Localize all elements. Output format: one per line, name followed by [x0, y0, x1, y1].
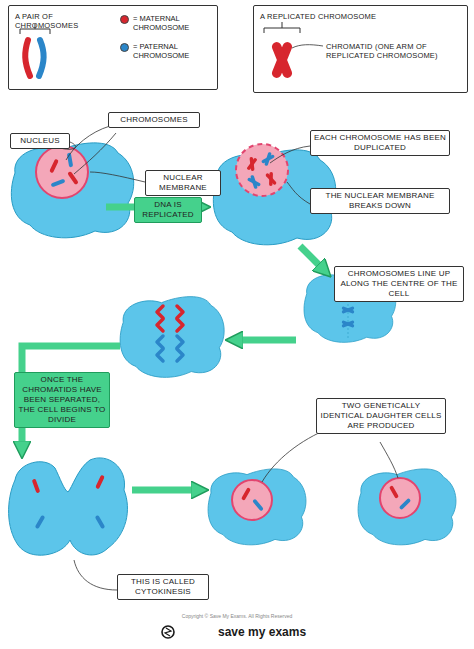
box-text: A PAIR OF CHROMOSOMES — [15, 12, 77, 31]
box-text: CHROMOSOMES — [112, 115, 196, 125]
box-text: CHROMOSOMES LINE UP ALONG THE CENTRE OF … — [338, 269, 460, 299]
box-text: A REPLICATED CHROMOSOME — [260, 12, 390, 21]
legend-swatch — [120, 43, 129, 52]
label-box: CHROMOSOMES LINE UP ALONG THE CENTRE OF … — [334, 266, 464, 302]
legend-entry: = PATERNAL CHROMOSOME — [120, 42, 212, 61]
legend-swatch — [120, 15, 129, 24]
box-note: CHROMATID (ONE ARM OF REPLICATED CHROMOS… — [326, 42, 464, 61]
box-text: EACH CHROMOSOME HAS BEEN DUPLICATED — [314, 133, 446, 153]
box-text: NUCLEAR MEMBRANE — [149, 173, 217, 193]
legend-text: = MATERNAL CHROMOSOME — [133, 14, 212, 33]
label-box: CHROMOSOMES — [108, 112, 200, 128]
key-box: A PAIR OF CHROMOSOMES — [8, 5, 218, 90]
box-text: ONCE THE CHROMATIDS HAVE BEEN SEPARATED,… — [18, 375, 106, 425]
box-text: TWO GENETICALLY IDENTICAL DAUGHTER CELLS… — [320, 401, 442, 431]
box-text: THE NUCLEAR MEMBRANE BREAKS DOWN — [314, 191, 446, 211]
key-box: A REPLICATED CHROMOSOME CHROMATID (ONE AR… — [253, 5, 468, 93]
legend-entry: = MATERNAL CHROMOSOME — [120, 14, 212, 33]
legend-text: = PATERNAL CHROMOSOME — [133, 42, 212, 61]
label-box: NUCLEUS — [10, 133, 70, 149]
label-box: ONCE THE CHROMATIDS HAVE BEEN SEPARATED,… — [14, 372, 110, 428]
label-box: NUCLEAR MEMBRANE — [145, 170, 221, 196]
box-text: NUCLEUS — [14, 136, 66, 146]
watermark: save my exams — [218, 625, 306, 639]
label-box: THE NUCLEAR MEMBRANE BREAKS DOWN — [310, 188, 450, 214]
copyright-note: Copyright © Save My Exams. All Rights Re… — [182, 613, 292, 619]
label-box: DNA IS REPLICATED — [134, 197, 202, 223]
label-box: THIS IS CALLED CYTOKINESIS — [117, 574, 209, 600]
box-text: THIS IS CALLED CYTOKINESIS — [121, 577, 205, 597]
label-box: EACH CHROMOSOME HAS BEEN DUPLICATED — [310, 130, 450, 156]
box-text: DNA IS REPLICATED — [138, 200, 198, 220]
legend: = MATERNAL CHROMOSOME = PATERNAL CHROMOSO… — [120, 14, 212, 70]
label-box: TWO GENETICALLY IDENTICAL DAUGHTER CELLS… — [316, 398, 446, 434]
